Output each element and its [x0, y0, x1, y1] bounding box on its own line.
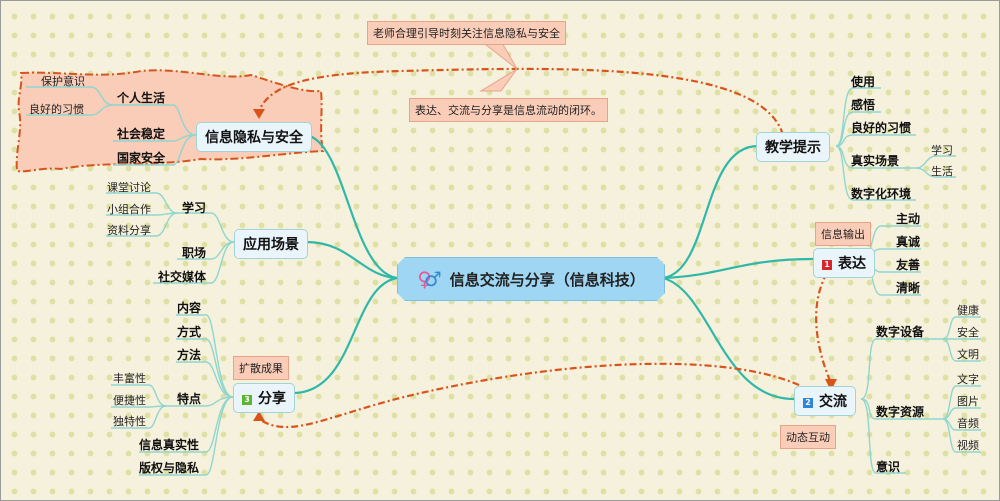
node-social-stability[interactable]: 社会稳定 — [117, 127, 166, 141]
priority-1-icon: 1 — [822, 260, 832, 270]
node-good-habits[interactable]: 良好的习惯 — [851, 121, 912, 135]
leaf-good-habits[interactable]: 良好的习惯 — [29, 103, 84, 116]
leaf-study[interactable]: 学习 — [931, 144, 953, 157]
node-copyright-privacy[interactable]: 版权与隐私 — [139, 461, 200, 475]
node-friendly[interactable]: 友善 — [896, 258, 921, 272]
node-national-security[interactable]: 国家安全 — [117, 151, 166, 165]
node-study[interactable]: 学习 — [182, 201, 207, 215]
leaf-audio[interactable]: 音频 — [957, 417, 979, 430]
node-content[interactable]: 内容 — [177, 301, 202, 315]
topic-privacy-security[interactable]: 信息隐私与安全 — [196, 122, 312, 152]
central-topic[interactable]: ♀♂ 信息交流与分享（信息科技） — [397, 257, 665, 301]
leaf-class-discussion[interactable]: 课堂讨论 — [107, 181, 151, 194]
topic-teaching-tips[interactable]: 教学提示 — [756, 132, 830, 162]
gender-symbols-icon: ♀♂ — [417, 267, 442, 291]
node-social-media[interactable]: 社交媒体 — [158, 270, 207, 284]
node-mode[interactable]: 方式 — [177, 325, 202, 339]
priority-2-icon: 2 — [803, 398, 813, 408]
leaf-resource-sharing[interactable]: 资料分享 — [107, 224, 151, 237]
leaf-life[interactable]: 生活 — [931, 165, 953, 178]
node-digital-environment[interactable]: 数字化环境 — [851, 187, 912, 201]
topic-exchange[interactable]: 2 交流 — [794, 386, 856, 416]
exchange-note: 动态互动 — [780, 425, 836, 449]
node-personal-life[interactable]: 个人生活 — [117, 91, 166, 105]
leaf-civility[interactable]: 文明 — [957, 348, 979, 361]
topic-express[interactable]: 1 表达 — [813, 248, 875, 278]
node-workplace[interactable]: 职场 — [182, 246, 207, 260]
topic-application-scenarios[interactable]: 应用场景 — [234, 229, 308, 259]
node-awareness[interactable]: 意识 — [876, 460, 901, 474]
node-sincere[interactable]: 真诚 — [896, 235, 921, 249]
node-digital-devices[interactable]: 数字设备 — [876, 325, 925, 339]
leaf-text[interactable]: 文字 — [957, 373, 979, 386]
leaf-safety[interactable]: 安全 — [957, 326, 979, 339]
leaf-protection-awareness[interactable]: 保护意识 — [41, 75, 85, 88]
node-digital-resources[interactable]: 数字资源 — [876, 405, 925, 419]
topic-exchange-label: 交流 — [819, 394, 847, 410]
central-topic-label: 信息交流与分享（信息科技） — [449, 270, 645, 289]
teacher-note-callout: 老师合理引导时刻关注信息隐私与安全 — [367, 21, 566, 45]
priority-3-icon: 3 — [242, 395, 252, 405]
leaf-convenience[interactable]: 便捷性 — [113, 394, 146, 407]
share-note: 扩散成果 — [233, 356, 289, 380]
node-real-scenes[interactable]: 真实场景 — [851, 154, 900, 168]
leaf-group-cooperation[interactable]: 小组合作 — [107, 203, 151, 216]
topic-share[interactable]: 3 分享 — [233, 383, 295, 413]
node-use[interactable]: 使用 — [851, 75, 876, 89]
topic-share-label: 分享 — [258, 391, 286, 407]
node-proactive[interactable]: 主动 — [896, 212, 921, 226]
topic-express-label: 表达 — [838, 256, 866, 272]
node-method[interactable]: 方法 — [177, 348, 202, 362]
node-authenticity[interactable]: 信息真实性 — [139, 438, 200, 452]
loop-note-callout: 表达、交流与分享是信息流动的闭环。 — [409, 98, 608, 122]
node-insight[interactable]: 感悟 — [851, 98, 876, 112]
node-features[interactable]: 特点 — [177, 392, 202, 406]
leaf-video[interactable]: 视频 — [957, 439, 979, 452]
leaf-uniqueness[interactable]: 独特性 — [113, 415, 146, 428]
node-clear[interactable]: 清晰 — [896, 281, 921, 295]
leaf-richness[interactable]: 丰富性 — [113, 372, 146, 385]
leaf-images[interactable]: 图片 — [957, 395, 979, 408]
express-note: 信息输出 — [815, 222, 871, 246]
leaf-health[interactable]: 健康 — [957, 304, 979, 317]
